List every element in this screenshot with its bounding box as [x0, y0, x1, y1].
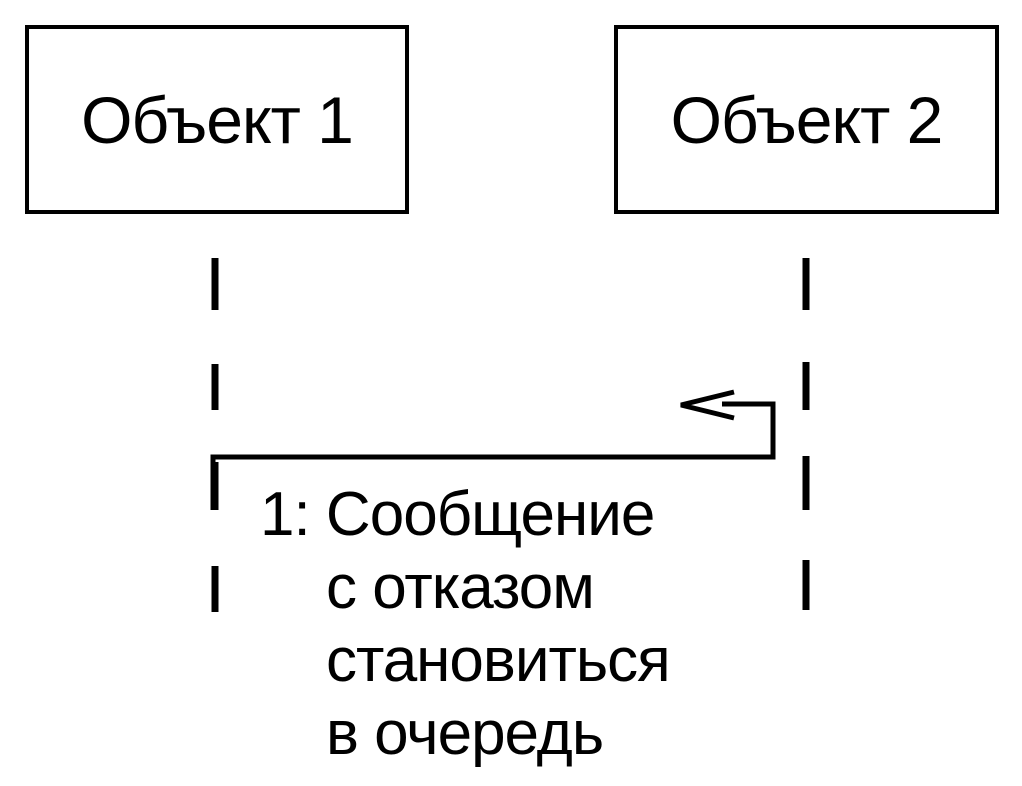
message-line-3: становиться	[326, 626, 671, 695]
message-line-4: в очередь	[326, 699, 604, 768]
object-2-label: Объект 2	[670, 82, 944, 157]
message-arrowhead	[680, 389, 735, 421]
object-2-box: Объект 2	[614, 25, 999, 214]
object-1-label: Объект 1	[81, 82, 354, 157]
message-line-2: с отказом	[326, 553, 595, 622]
object-1-box: Объект 1	[25, 25, 409, 214]
message-arrow-line	[210, 401, 776, 510]
message-line-1: 1: Сообщение	[260, 480, 655, 549]
message-label: 1: Сообщение с отказом становиться в оче…	[260, 478, 671, 770]
